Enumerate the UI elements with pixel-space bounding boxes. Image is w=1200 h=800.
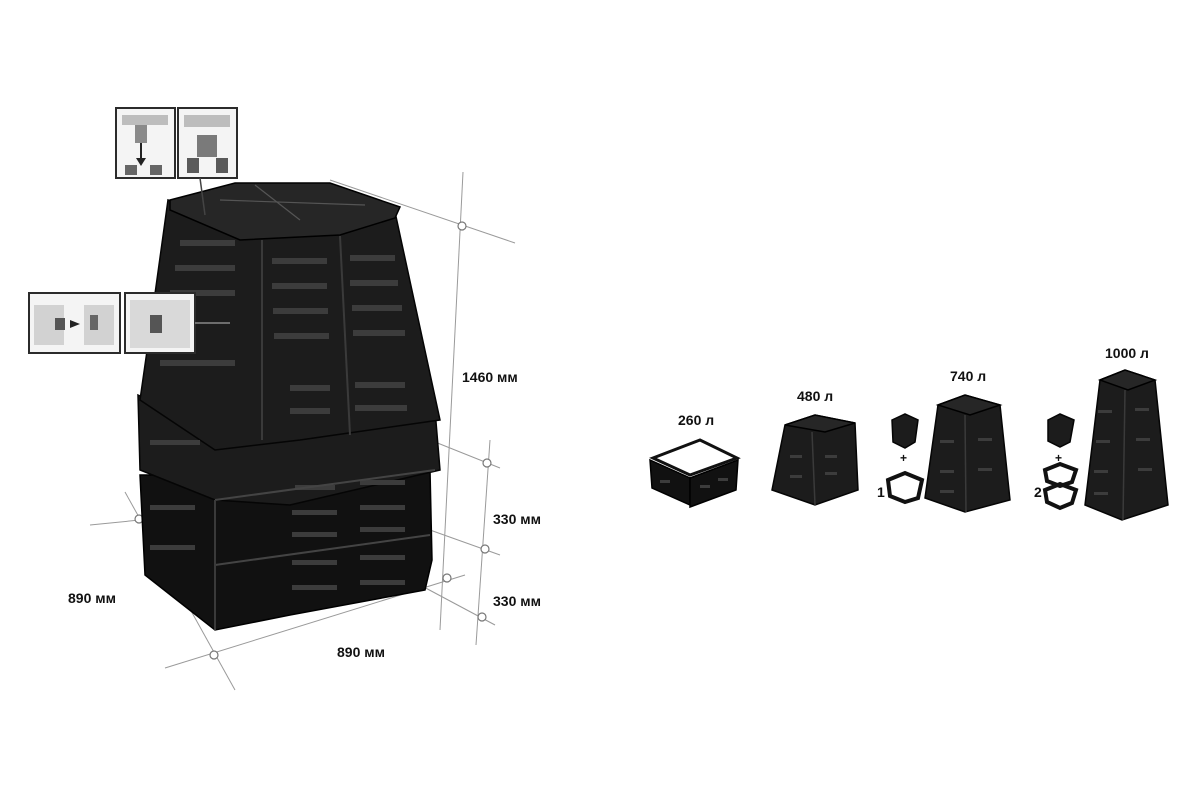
plus-740: + <box>900 451 907 465</box>
vent-slots-lower <box>150 505 405 590</box>
height-label: 1460 мм <box>462 369 518 385</box>
top-cap-1000 <box>1047 413 1075 448</box>
rings-740-count: 1 <box>877 484 885 500</box>
module-1000 <box>1084 369 1169 521</box>
variant-1000: + 2 1000 л <box>1034 345 1169 521</box>
dimension-guides <box>89 171 516 691</box>
module-height-upper-label: 330 мм <box>493 511 541 527</box>
rings-1000-count: 2 <box>1034 484 1042 500</box>
inset-side-latch <box>28 292 230 354</box>
capacity-480-label: 480 л <box>797 388 833 404</box>
variant-480: 480 л <box>771 388 859 506</box>
module-height-lower-label: 330 мм <box>493 593 541 609</box>
vent-slots-middle <box>150 440 405 490</box>
vent-slots-upper <box>160 240 407 414</box>
variant-740: + 1 740 л <box>877 368 1011 513</box>
plus-1000: + <box>1055 451 1062 465</box>
depth-label: 890 мм <box>68 590 116 606</box>
variant-260: 260 л <box>649 412 741 509</box>
ring-front-right <box>689 458 739 509</box>
inset-lid-connector <box>115 107 238 216</box>
capacity-260-label: 260 л <box>678 412 714 428</box>
ring-1000-a <box>1042 461 1079 489</box>
dimension-labels: 1460 мм 330 мм 330 мм 890 мм 890 мм <box>68 369 541 660</box>
lid <box>169 182 402 241</box>
ring-1000-b <box>1042 481 1079 511</box>
capacity-740-label: 740 л <box>950 368 986 384</box>
width-label: 890 мм <box>337 644 385 660</box>
top-cap-740 <box>891 413 919 449</box>
ring-740 <box>885 470 925 505</box>
composter-main <box>137 182 441 631</box>
capacity-1000-label: 1000 л <box>1105 345 1149 361</box>
